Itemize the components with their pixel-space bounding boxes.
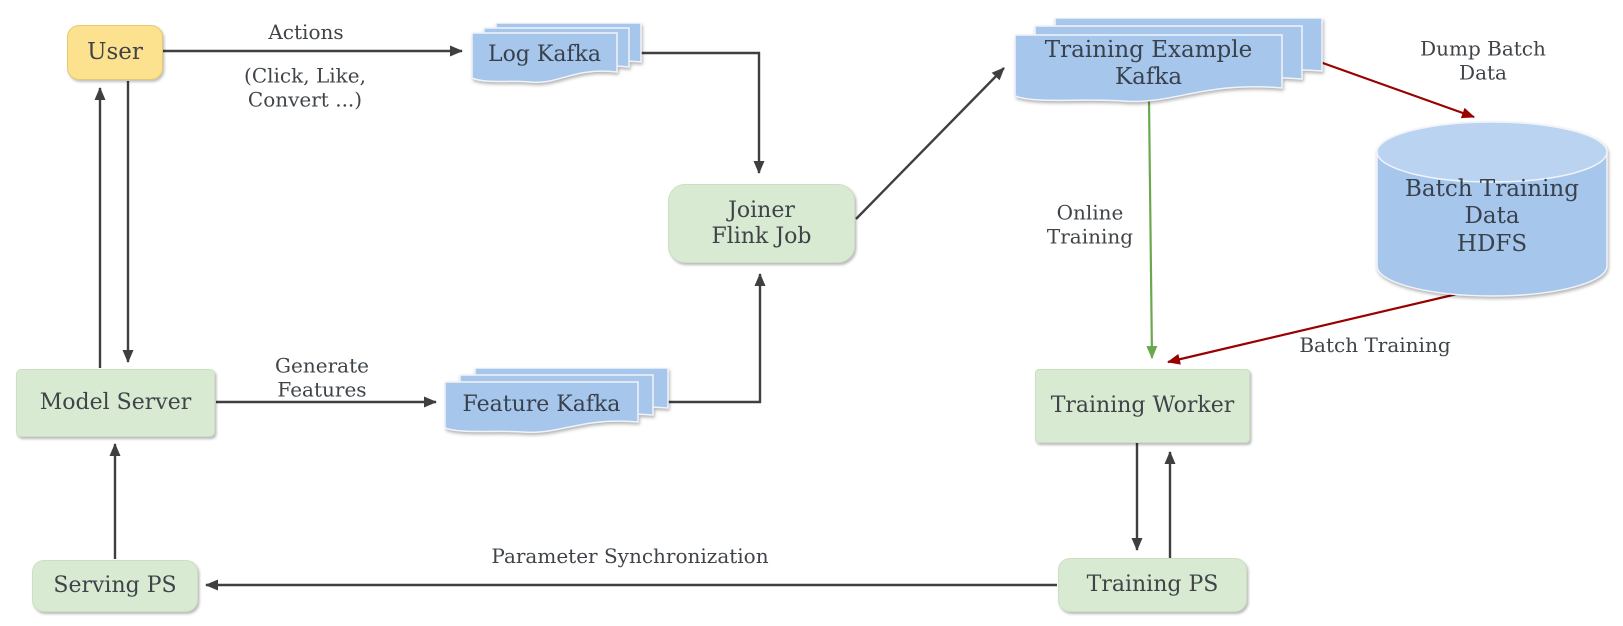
arrow-dump-batch-data (1319, 60, 1475, 119)
node-log-kafka-label: Log Kafka (487, 42, 602, 68)
edge-label-actions-detail: (Click, Like, Convert ...) (244, 63, 366, 112)
feature-kafka-sheet-front (445, 381, 639, 434)
arrow-joiner-to-training-example-kafka (855, 67, 1005, 220)
arrow-log-kafka-to-joiner (640, 51, 765, 174)
edge-label-actions: Actions (268, 19, 344, 44)
arrow-online-training (1146, 100, 1158, 359)
node-log-kafka (472, 23, 642, 84)
edge-label-parameter-synchronization: Parameter Synchronization (491, 543, 769, 568)
node-feature-kafka-label: Feature Kafka (462, 392, 621, 418)
node-batch-training-data-hdfs (1376, 121, 1608, 297)
arrow-feature-kafka-to-joiner (668, 273, 766, 404)
node-training-worker: Training Worker (1035, 369, 1250, 443)
node-training-ps: Training PS (1058, 558, 1247, 612)
node-training-ps-label: Training PS (1086, 572, 1219, 598)
hdfs-cylinder-top (1376, 121, 1608, 183)
edge-label-dump-batch-data: Dump Batch Data (1420, 36, 1546, 85)
node-user: User (67, 25, 163, 80)
node-serving-ps-label: Serving PS (53, 573, 177, 599)
edge-label-batch-training: Batch Training (1299, 332, 1451, 357)
edge-label-generate-features: Generate Features (275, 353, 369, 402)
node-model-server-label: Model Server (39, 390, 192, 416)
node-user-label: User (87, 38, 143, 65)
edge-label-online-training: Online Training (1046, 200, 1134, 249)
log-kafka-sheet-front (472, 32, 618, 84)
node-joiner-flink-job-label: Joiner Flink Job (711, 197, 812, 249)
node-model-server: Model Server (16, 369, 215, 437)
node-training-worker-label: Training Worker (1050, 393, 1235, 419)
node-training-example-kafka (1015, 18, 1323, 103)
training-example-kafka-sheet-front (1015, 34, 1283, 103)
node-feature-kafka (445, 368, 669, 434)
node-batch-training-data-hdfs-label: Batch Training Data HDFS (1405, 176, 1579, 257)
node-joiner-flink-job: Joiner Flink Job (668, 184, 855, 263)
node-training-example-kafka-label: Training Example Kafka (1044, 36, 1253, 90)
node-serving-ps: Serving PS (32, 560, 198, 612)
arrow-batch-training (1167, 285, 1488, 365)
